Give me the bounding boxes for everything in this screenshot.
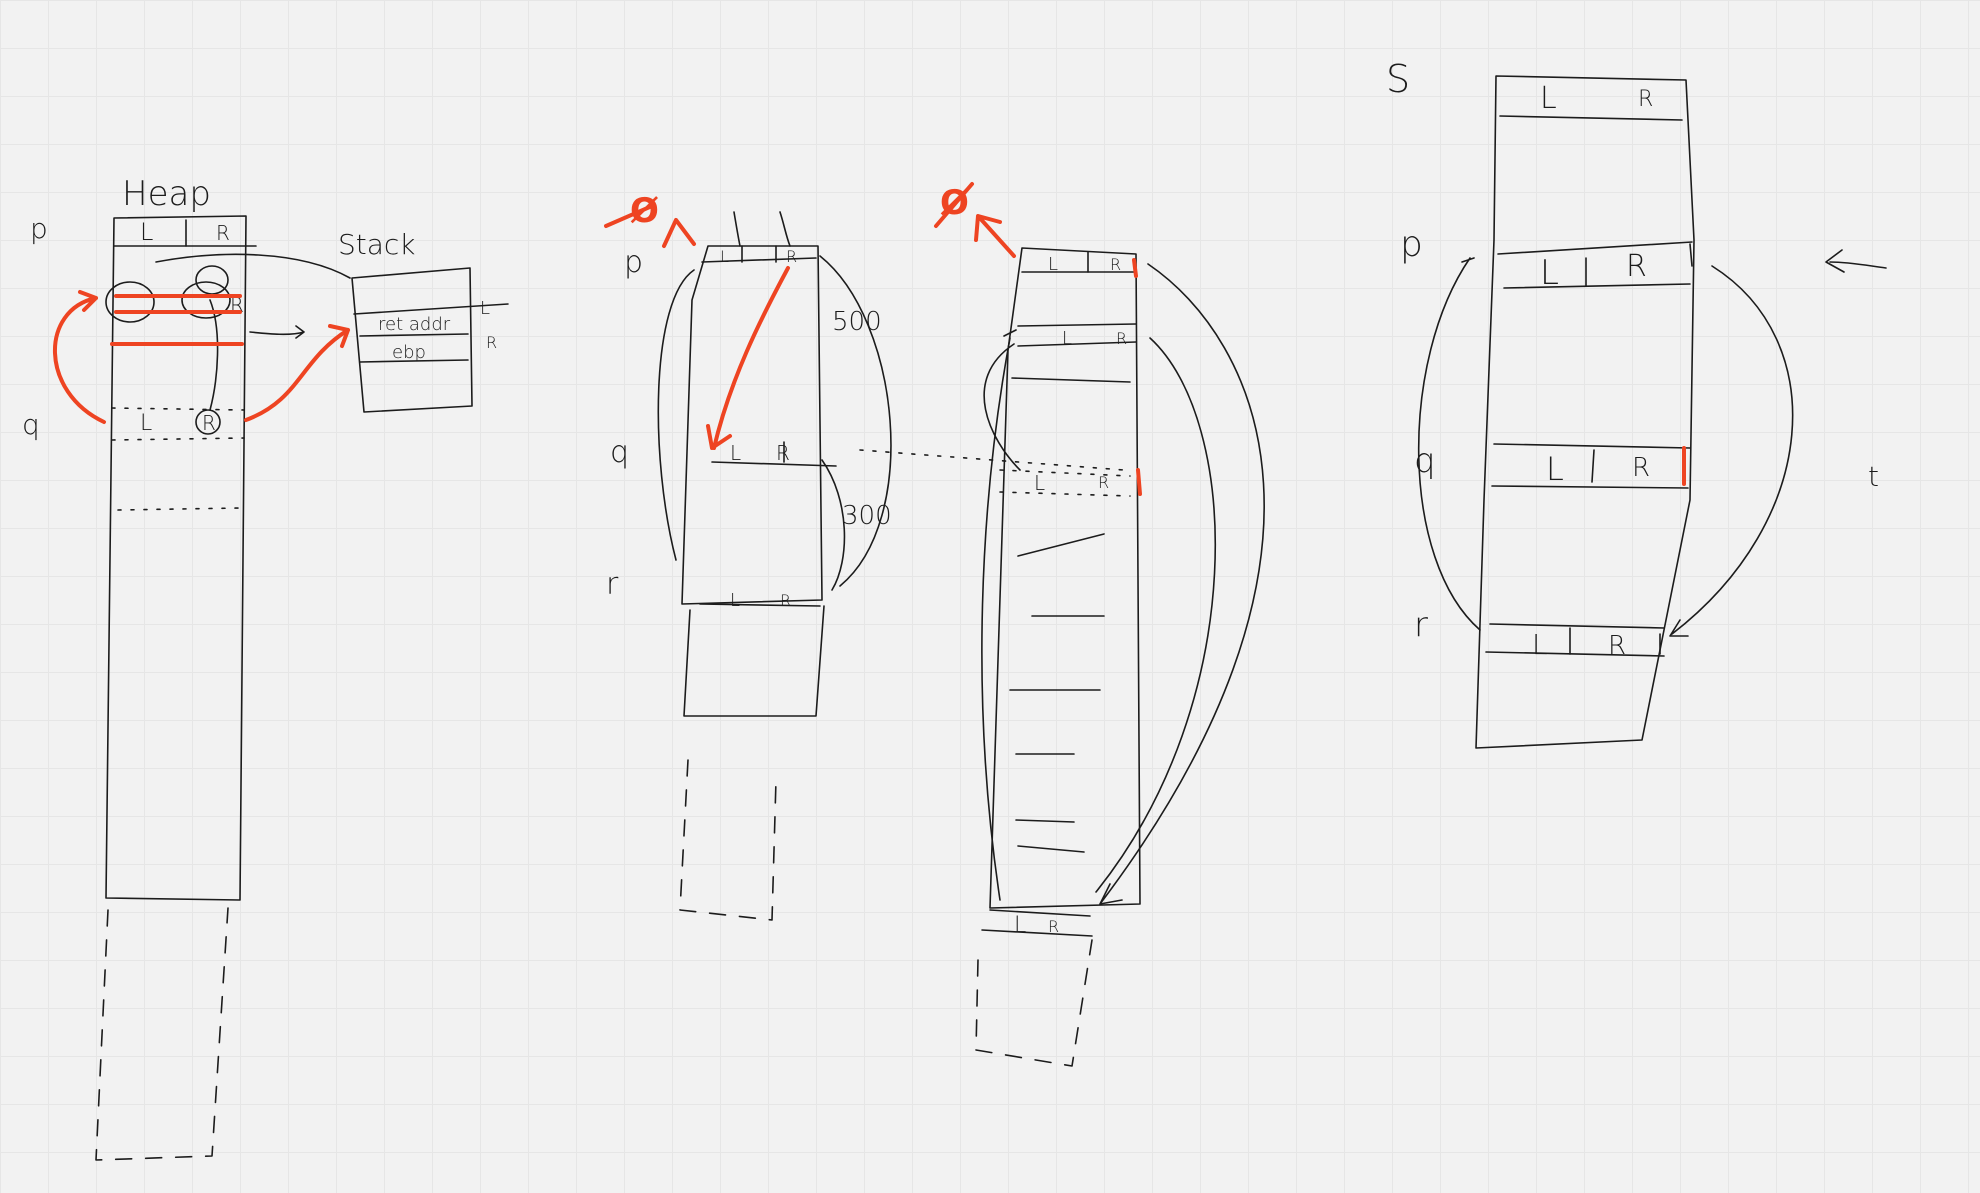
chunk-q-R: R <box>776 441 790 465</box>
heap-label: Heap <box>122 174 211 214</box>
cycle-r-L: L <box>1532 628 1548 661</box>
chunk-p-L: L <box>720 247 729 266</box>
red-arrow-q-to-p <box>53 290 106 424</box>
list-mid-L: L <box>1034 471 1045 495</box>
chunk-r-R: R <box>780 591 791 610</box>
stack-ebp: ebp <box>392 342 426 363</box>
cycle-top-R: R <box>1638 87 1653 112</box>
cycle-p-L: L <box>1540 253 1559 293</box>
stack-frame <box>351 267 473 413</box>
cycle-top-L: L <box>1540 81 1557 116</box>
chunk-p-label: p <box>624 245 643 280</box>
size-300-label: 300 <box>842 501 892 531</box>
pointer-p-label: p <box>30 212 48 245</box>
chunk-q-label: q <box>610 435 629 470</box>
diagram-heap-stack: Heap L R L R R p q Stack ret addr ebp L … <box>22 174 509 1161</box>
diagram-chunks-500-300: Ø p q r L R L R L R 500 300 <box>604 191 1125 921</box>
stack-ret-addr: ret addr <box>378 314 451 335</box>
cycle-p-R: R <box>1626 249 1647 284</box>
heap-column <box>105 215 247 901</box>
cycle-column <box>1475 75 1695 749</box>
list-top-L: L <box>1048 254 1058 275</box>
red-arrow-to-ret-addr <box>244 324 350 422</box>
chunk-r-L: L <box>730 590 740 611</box>
chunk-q-L: L <box>730 441 741 465</box>
list-bottom-L: L <box>1014 913 1026 938</box>
heap-top-chunk-R: R <box>216 221 230 245</box>
heap-q-chunk-R: R <box>202 411 216 435</box>
list-mid-R: R <box>1098 473 1109 492</box>
top-S-mark: S <box>1386 57 1410 101</box>
heap-q-chunk-L: L <box>140 411 152 436</box>
heap-top-chunk-L: L <box>140 218 153 246</box>
list-second-R: R <box>1116 329 1127 348</box>
stack-label: Stack <box>338 228 416 261</box>
chunk-r-label: r <box>606 567 619 602</box>
cycle-pointer-p: p <box>1400 224 1423 265</box>
red-arrow-p-to-q <box>706 266 790 450</box>
cycle-q-L: L <box>1546 450 1564 488</box>
stack-L-mark: L <box>480 298 490 319</box>
diagram-p-q-r-cycle: S L R L R L R L R p q r t <box>1386 57 1887 749</box>
diagram-linked-chunks: Ø L R L R L R L R <box>934 182 1265 1067</box>
list-bottom-R: R <box>1048 917 1059 936</box>
cycle-q-R: R <box>1632 453 1650 483</box>
pointer-q-label: q <box>22 408 40 441</box>
side-t-mark: t <box>1868 460 1879 493</box>
chunk-p-R: R <box>786 247 797 266</box>
chunk-column <box>681 245 823 605</box>
stack-R-mark: R <box>486 333 497 352</box>
list-second-L: L <box>1062 328 1072 349</box>
size-500-label: 500 <box>832 307 882 337</box>
cycle-r-R: R <box>1608 631 1626 661</box>
cycle-pointer-q: q <box>1414 441 1436 481</box>
cycle-pointer-r: r <box>1414 605 1428 645</box>
list-top-R: R <box>1110 255 1121 274</box>
